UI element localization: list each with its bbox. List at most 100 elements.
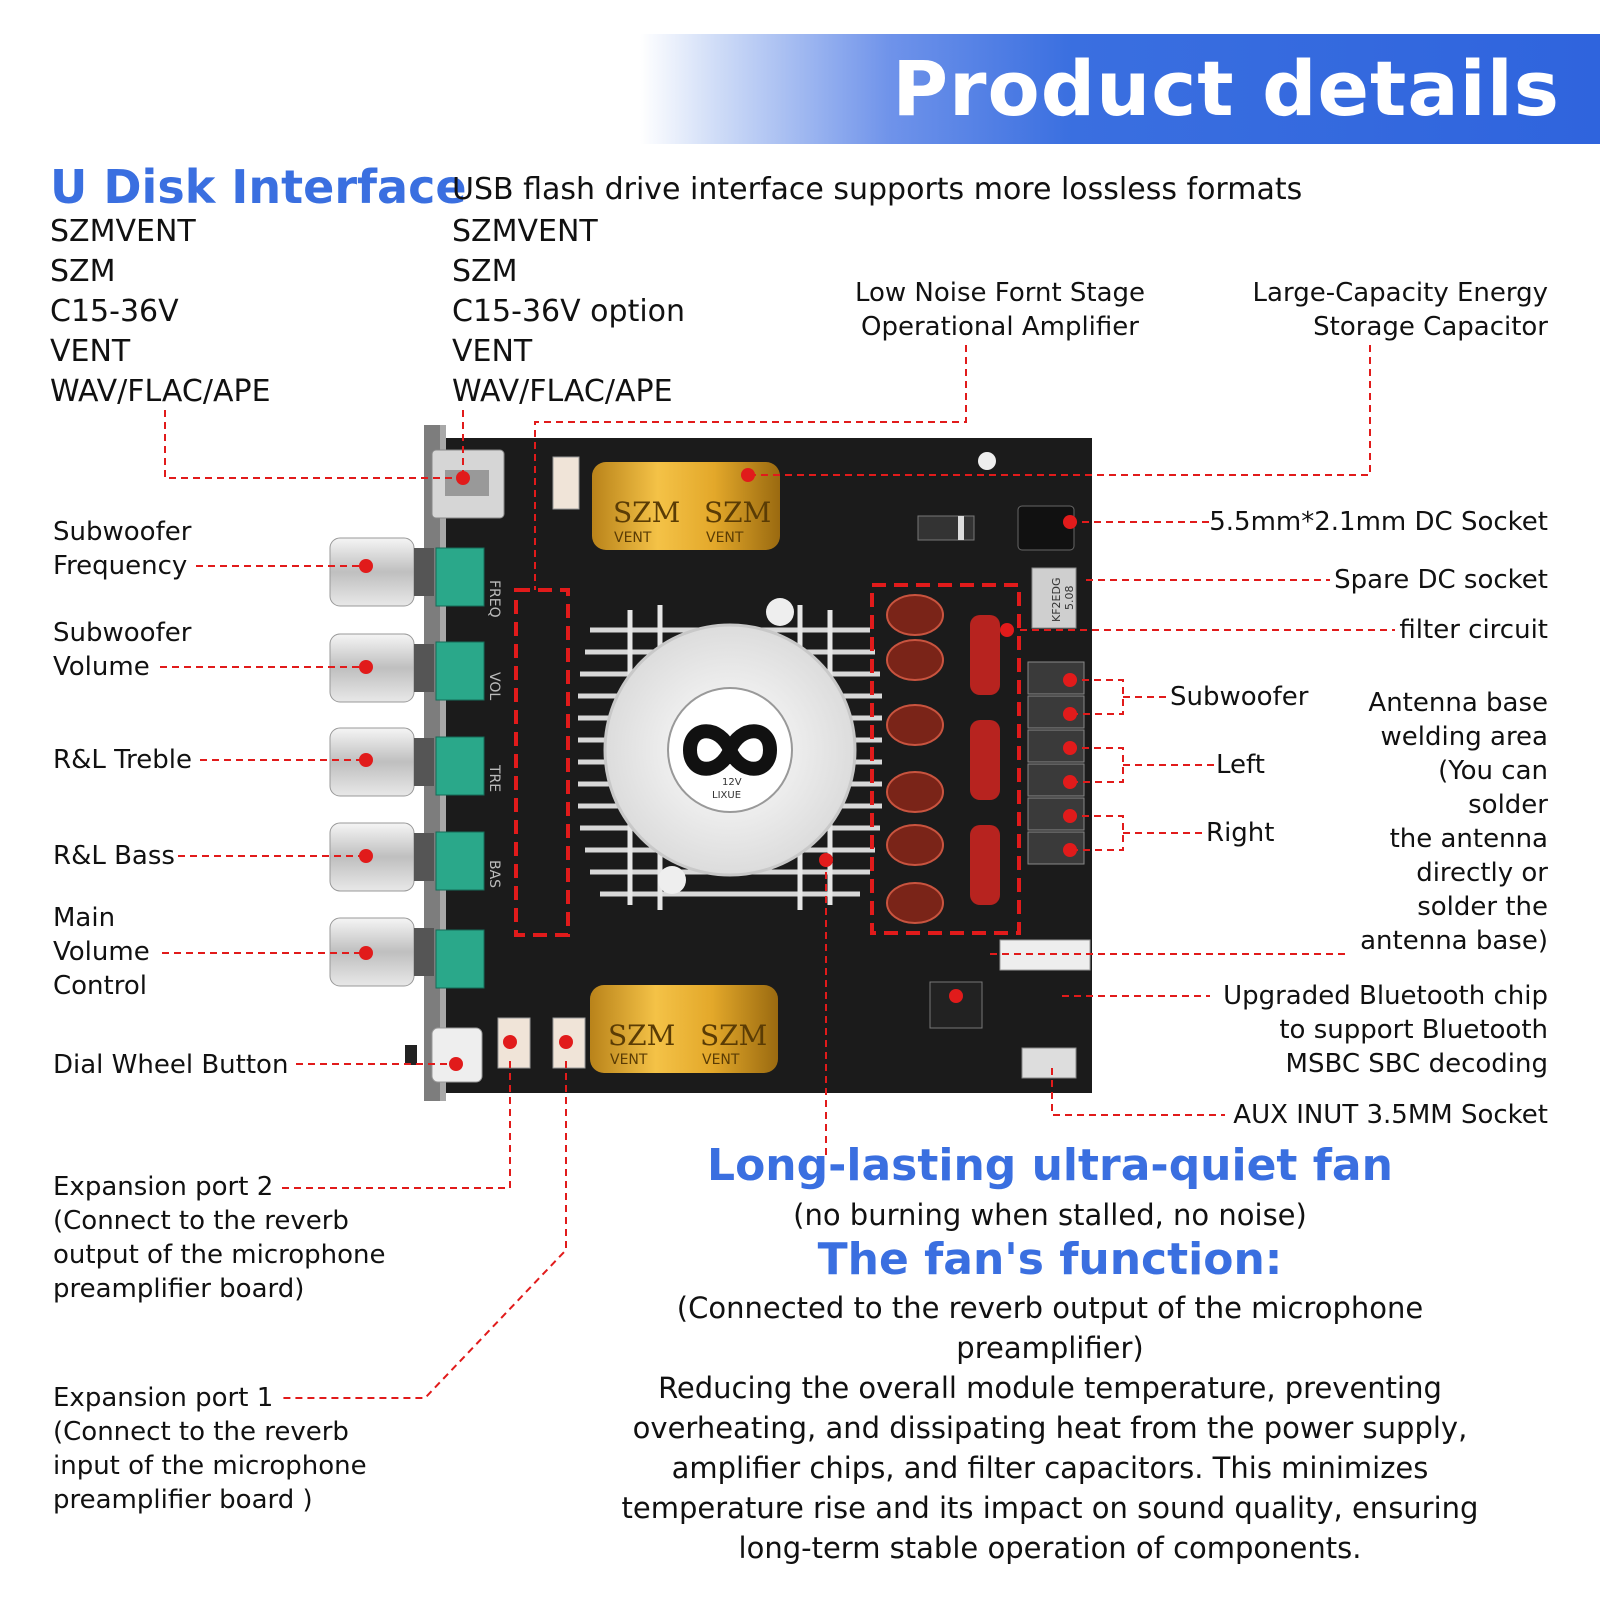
dial-wheel-knob [405, 1045, 417, 1065]
capacitor-top-sub-1: VENT [614, 530, 652, 546]
amplifier-label-line: Low Noise Fornt Stage [854, 278, 1146, 308]
aux-socket [1021, 1047, 1077, 1079]
capacitor-top-brand-2: SZM [704, 496, 771, 529]
fan-function-line: overheating, and dissipating heat from t… [632, 1411, 1468, 1445]
u-disk-left-line: C15-36V [50, 294, 179, 329]
label-line: Control [53, 971, 147, 1001]
fan-function-title: The fan's function: [817, 1234, 1283, 1285]
label-subwoofer-output: Subwoofer [1170, 682, 1309, 712]
label-line: Subwoofer [53, 517, 192, 547]
capacitor-top-sub-2: VENT [706, 530, 744, 546]
dc-socket [1017, 505, 1075, 551]
header-banner: Product details [640, 34, 1600, 144]
capacitor-label-line: Large-Capacity Energy [1252, 278, 1548, 308]
label-line: MSBC SBC decoding [1285, 1049, 1548, 1079]
label-line: Expansion port 1 [53, 1383, 274, 1413]
speaker-terminals [1027, 661, 1085, 865]
bluetooth-chip [929, 981, 983, 1029]
fan-mount-bottom [658, 866, 686, 894]
label-aux-socket: AUX INUT 3.5MM Socket [1233, 1100, 1548, 1130]
silk-bas: BAS [486, 860, 502, 888]
amplifier-label-line: Operational Amplifier [861, 312, 1139, 342]
label-line: preamplifier board) [53, 1274, 305, 1304]
spare-dc-socket [1031, 567, 1077, 629]
label-bluetooth: Upgraded Bluetooth chip to support Bluet… [1180, 979, 1548, 1081]
capacitor-bottom-brand-2: SZM [700, 1019, 767, 1052]
label-right-output: Right [1206, 818, 1275, 848]
u-disk-left-line: SZMVENT [50, 214, 196, 249]
silk-vol: VOL [486, 672, 502, 700]
u-disk-title: U Disk Interface [50, 160, 467, 214]
label-line: solder the [1417, 892, 1548, 922]
u-disk-right-lines: SZMVENT SZM C15-36V option VENT WAV/FLAC… [452, 212, 685, 412]
u-disk-right-line: VENT [452, 334, 533, 369]
label-line: (Connect to the reverb [53, 1417, 349, 1447]
label-bass: R&L Bass [53, 841, 175, 871]
capacitor-label-line: Storage Capacitor [1313, 312, 1548, 342]
diode [917, 515, 975, 541]
label-line: preamplifier board ) [53, 1485, 313, 1515]
leader-lines [160, 345, 1395, 1399]
subwoofer-connector [552, 456, 580, 510]
u-disk-left-line: VENT [50, 334, 131, 369]
dc-marking-2: 5.08 [1063, 586, 1076, 611]
fan-function-line: Reducing the overall module temperature,… [658, 1371, 1442, 1405]
label-antenna: Antenna base welding area (You can solde… [1330, 686, 1548, 958]
label-line: Main [53, 903, 116, 933]
silk-tre: TRE [486, 764, 502, 792]
expansion-port-1 [552, 1017, 586, 1069]
fan-mark-2: LIXUE [712, 790, 741, 801]
pointer-dots [359, 468, 1077, 1071]
label-filter-circuit: filter circuit [1399, 615, 1548, 645]
label-line: antenna base) [1360, 926, 1548, 956]
pcb-mount-hole [978, 452, 996, 470]
knob-treble [329, 727, 434, 797]
label-main-volume: Main Volume Control [53, 901, 150, 1003]
amplifier-highlight [514, 588, 570, 937]
u-disk-right-line: WAV/FLAC/APE [452, 374, 673, 409]
capacitor-top: SZM SZM VENT VENT [592, 462, 780, 550]
filter-highlight [870, 583, 1021, 935]
label-line: directly or [1416, 858, 1548, 888]
dial-wheel-button [431, 1027, 483, 1083]
infinity-icon [682, 724, 778, 776]
diode-band [958, 516, 964, 540]
u-disk-left-line: WAV/FLAC/APE [50, 374, 271, 409]
amplifier-label: Low Noise Fornt Stage Operational Amplif… [835, 276, 1165, 344]
fan-title: Long-lasting ultra-quiet fan [707, 1140, 1393, 1191]
fan-function-text: (Connected to the reverb output of the m… [560, 1288, 1540, 1568]
dc-marking-1: KF2EDG [1050, 578, 1063, 622]
fan-mount-top [766, 598, 794, 626]
label-expansion-port-2: Expansion port 2 (Connect to the reverb … [53, 1170, 386, 1306]
label-line: welding area [1380, 722, 1548, 752]
potentiometer-group [435, 547, 485, 989]
fan-function-line: temperature rise and its impact on sound… [621, 1491, 1479, 1525]
label-line: solder [1468, 790, 1548, 820]
label-line: Volume [53, 937, 150, 967]
fan-function-line: (Connected to the reverb output of the m… [676, 1291, 1424, 1325]
capacitor-bottom-sub-1: VENT [610, 1052, 648, 1068]
label-line: Frequency [53, 551, 188, 581]
label-spare-dc: Spare DC socket [1334, 565, 1548, 595]
label-subwoofer-volume: Subwoofer Volume [53, 616, 191, 684]
u-disk-right-line: SZMVENT [452, 214, 598, 249]
silk-freq: FREQ [486, 580, 502, 618]
knob-sub-freq [329, 537, 434, 607]
label-line: (You can [1438, 756, 1548, 786]
label-subwoofer-frequency: Subwoofer Frequency [53, 515, 191, 583]
capacitor-top-brand-1: SZM [613, 496, 680, 529]
fan-mark-1: 12V [722, 777, 742, 788]
u-disk-right-line: SZM [452, 254, 518, 289]
label-left-output: Left [1216, 750, 1265, 780]
fan-function-line: amplifier chips, and filter capacitors. … [671, 1451, 1429, 1485]
fan-function-line: preamplifier) [956, 1331, 1144, 1365]
label-line: Antenna base [1368, 688, 1548, 718]
filter-inductors [886, 594, 944, 924]
label-line: input of the microphone [53, 1451, 367, 1481]
filter-capacitors [970, 615, 1000, 905]
fan-function-line: long-term stable operation of components… [738, 1531, 1362, 1565]
capacitor-bottom-sub-2: VENT [702, 1052, 740, 1068]
label-line: (Connect to the reverb [53, 1206, 349, 1236]
page-title: Product details [892, 44, 1560, 133]
label-line: output of the microphone [53, 1240, 386, 1270]
